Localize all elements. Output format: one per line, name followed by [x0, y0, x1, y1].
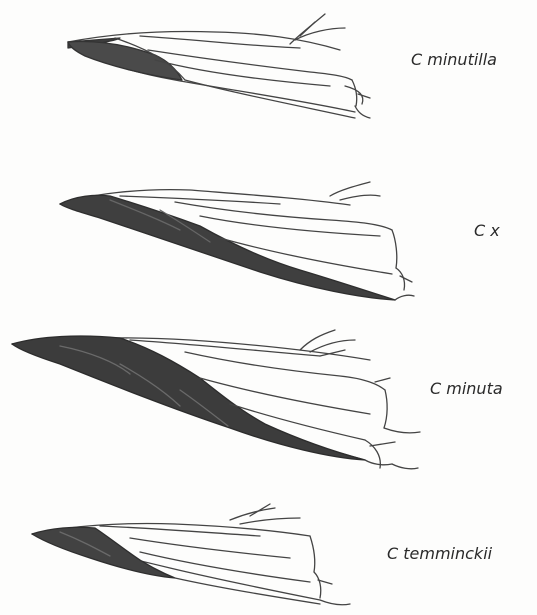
- wing-c-temminckii: [32, 504, 350, 605]
- species-label-x: C x: [474, 221, 500, 240]
- species-label-temminckii: C temminckii: [387, 544, 492, 563]
- wing-c-minutilla: [68, 14, 370, 118]
- wing-c-x: [60, 182, 414, 300]
- wing-c-minuta: [12, 330, 420, 469]
- species-label-minuta: C minuta: [430, 379, 503, 398]
- species-label-minutilla: C minutilla: [411, 50, 497, 69]
